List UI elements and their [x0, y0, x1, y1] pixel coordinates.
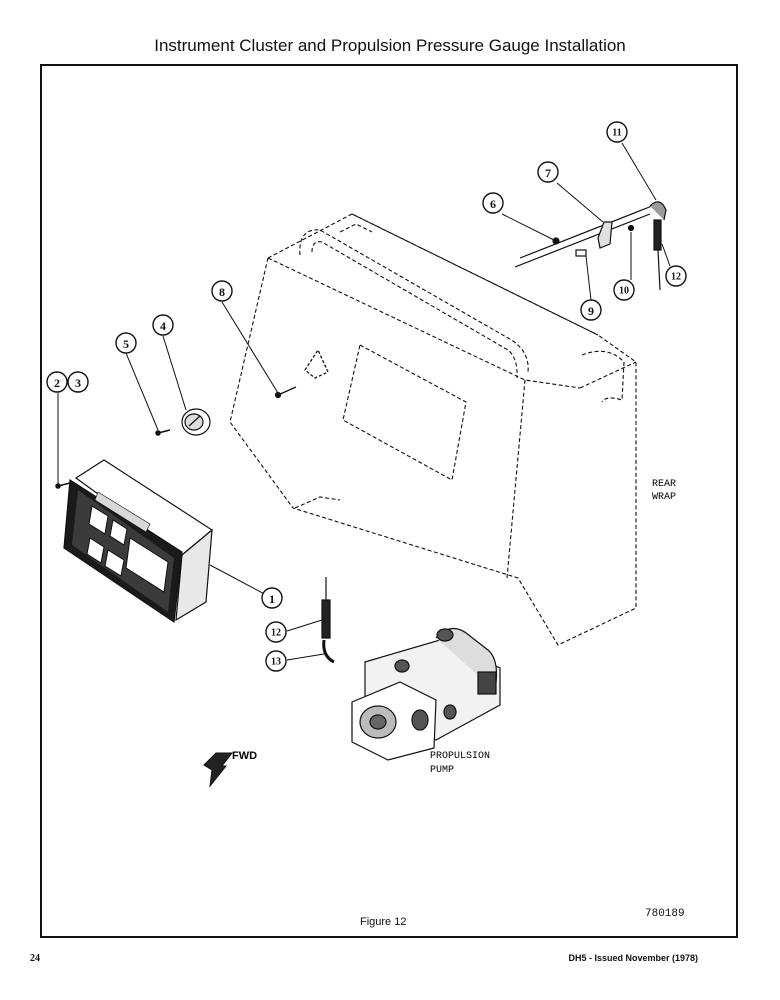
callout-5 [115, 332, 137, 354]
figure-caption: Figure 12 [360, 916, 407, 928]
callout-3 [67, 371, 89, 393]
figure-frame [40, 64, 738, 938]
callout-12-lower [265, 621, 287, 643]
figure-number: 780189 [645, 908, 685, 920]
callout-text-5: 5 [123, 337, 129, 351]
page-number: 24 [30, 953, 40, 964]
callout-text-12a: 12 [671, 272, 681, 283]
page-title: Instrument Cluster and Propulsion Pressu… [154, 36, 626, 55]
leader-lines [57, 142, 671, 661]
callout-12-upper [665, 265, 687, 287]
callout-2 [46, 371, 68, 393]
callout-text-2: 2 [54, 376, 60, 390]
callout-9 [580, 299, 602, 321]
rear-wrap-label-1: REAR [652, 479, 676, 490]
callout-1 [261, 587, 283, 609]
callout-13 [265, 650, 287, 672]
callout-6 [482, 192, 504, 214]
pump-label-2: PUMP [430, 765, 454, 776]
callout-10 [613, 279, 635, 301]
callout-text-10: 10 [619, 286, 629, 297]
callout-text-13: 13 [271, 657, 281, 668]
fwd-arrow-icon [203, 752, 234, 788]
pump-label-1: PROPULSION [430, 751, 490, 762]
callout-numbers: 1 2 3 4 5 6 7 8 9 10 11 12 12 13 [54, 128, 681, 668]
callout-8 [211, 280, 233, 302]
lower-hose [321, 577, 335, 664]
callout-text-9: 9 [588, 304, 594, 318]
callout-text-11: 11 [612, 128, 621, 139]
rear-wrap-label-2: WRAP [652, 492, 676, 503]
callout-text-8: 8 [219, 285, 225, 299]
callout-11 [606, 121, 628, 143]
callout-4 [152, 314, 174, 336]
callout-text-7: 7 [545, 166, 551, 180]
instrument-cluster [63, 459, 214, 624]
callout-text-4: 4 [160, 319, 166, 333]
pressure-gauge [181, 408, 211, 436]
bolt-8 [274, 348, 329, 399]
callout-text-3: 3 [75, 376, 81, 390]
fwd-label: FWD [232, 750, 257, 762]
callout-text-6: 6 [490, 197, 496, 211]
callout-text-12b: 12 [271, 628, 281, 639]
upper-fittings [514, 201, 667, 291]
callouts [46, 121, 687, 672]
document-issue: DH5 - Issued November (1978) [568, 953, 698, 963]
callout-7 [537, 161, 559, 183]
rear-wrap [229, 213, 637, 646]
screws [55, 429, 171, 489]
propulsion-pump [351, 627, 501, 761]
callout-text-1: 1 [269, 592, 275, 606]
